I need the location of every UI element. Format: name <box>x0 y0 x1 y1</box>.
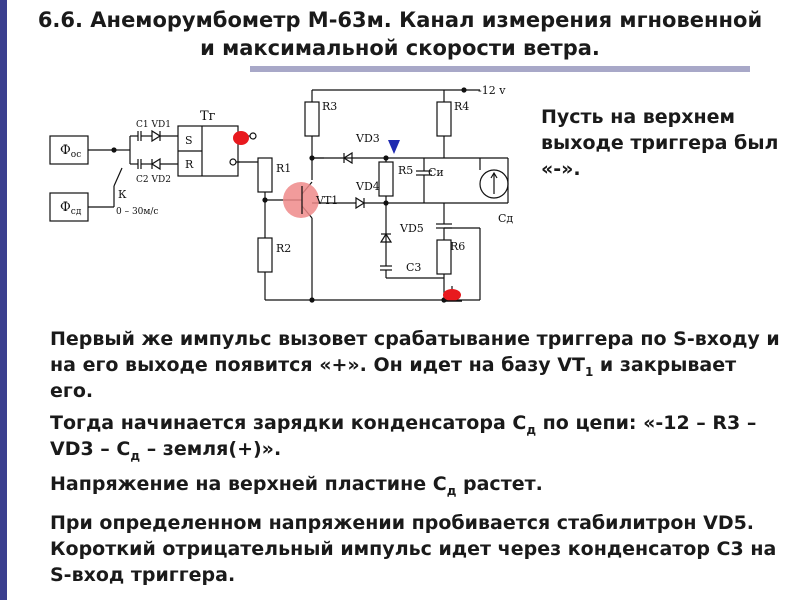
title-underline <box>250 66 750 72</box>
paragraph-3: Напряжение на верхней пластине Cд растет… <box>50 473 543 498</box>
c1vd1-label: C1 VD1 <box>136 120 171 130</box>
trigger-r-label: R <box>185 158 194 171</box>
circuit-diagram: Фос Фсд C1 VD1 C2 VD2 К 0 – 30м/с Тг S R… <box>49 84 513 303</box>
r2-label: R2 <box>276 242 291 255</box>
sidebar-accent <box>0 0 7 600</box>
title-line-2: и максимальной скорости ветра. <box>200 36 600 60</box>
paragraph-2: Тогда начинается зарядки конденсатора Cд… <box>50 412 757 463</box>
c3-label: C3 <box>406 261 421 274</box>
r1-label: R1 <box>276 162 291 175</box>
vd4-label: VD4 <box>355 180 380 193</box>
paragraph-4: При определенном напряжении пробивается … <box>50 512 777 586</box>
r6-label: R6 <box>450 240 465 253</box>
range-label: 0 – 30м/с <box>116 207 158 217</box>
slide-title: 6.6. Анеморумбометр М-63м. Канал измерен… <box>20 6 780 62</box>
phi-sd-label: Фсд <box>60 200 82 217</box>
ground-marker <box>443 289 461 301</box>
note-text: Пусть на верхнем выходе триггера был «-»… <box>541 106 779 180</box>
r5-label: R5 <box>398 164 413 177</box>
title-line-1: 6.6. Анеморумбометр М-63м. Канал измерен… <box>37 8 763 32</box>
phi-os-label: Фос <box>60 143 81 160</box>
r4-label: R4 <box>454 100 469 113</box>
vd3-label: VD3 <box>355 132 380 145</box>
paragraph-1: Первый же импульс вызовет срабатывание т… <box>50 328 780 402</box>
zener-arrow-marker <box>388 140 400 154</box>
vd5-label: VD5 <box>399 222 424 235</box>
ci-label: Cи <box>428 166 444 179</box>
trigger-s-label: S <box>185 134 193 147</box>
vt1-label: VT1 <box>315 194 338 207</box>
c2vd2-label: C2 VD2 <box>136 175 171 185</box>
trigger-output-marker <box>233 131 249 145</box>
cd-label: Cд <box>498 212 513 225</box>
switch-label: К <box>118 188 127 201</box>
supply-label: -12 v <box>478 84 506 97</box>
trigger-label: Тг <box>200 109 216 124</box>
vt1-highlight <box>283 182 319 218</box>
r3-label: R3 <box>322 100 337 113</box>
